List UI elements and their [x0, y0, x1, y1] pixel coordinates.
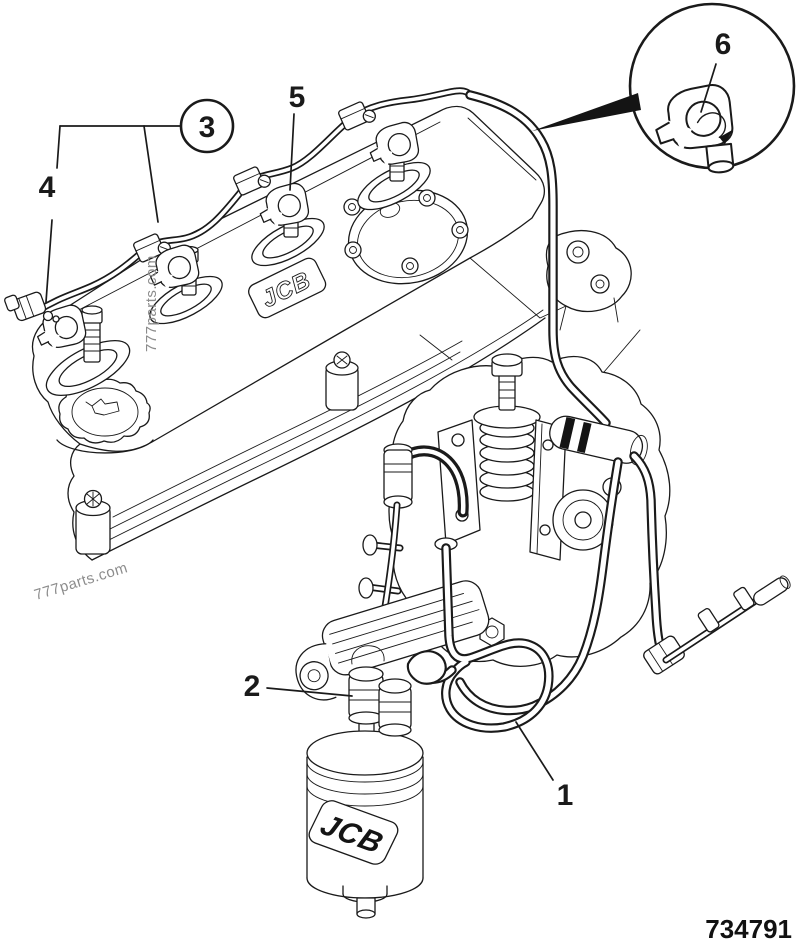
part-number: 734791 [705, 914, 792, 944]
watermark-vertical: 777parts.com [143, 255, 160, 352]
engine-mount-bracket [545, 230, 632, 331]
hose-union-fitting [549, 415, 648, 466]
valve-cover: JCB [31, 105, 546, 561]
cover-bolt-front [325, 351, 359, 411]
callout-5: 5 [289, 81, 306, 114]
filter-connectors [348, 645, 447, 737]
watermark-diagonal: 777parts.com [32, 559, 130, 604]
callout-3-circle [179, 98, 235, 154]
breather-cover [343, 189, 469, 285]
callouts: 3 4 5 2 1 6 [39, 28, 732, 812]
detail-pointer-wedge [532, 93, 641, 131]
fuel-filter: JCB [306, 645, 447, 919]
fuel-hoses [412, 95, 791, 728]
callout-2: 2 [244, 670, 261, 703]
callout-3: 3 [199, 111, 216, 144]
filter-brand-plate: JCB [308, 800, 399, 865]
cover-bolt-left [75, 489, 111, 555]
pipe-end-elbow-and-washers [4, 291, 60, 323]
oil-can-icon [85, 398, 120, 416]
callout-6: 6 [715, 28, 732, 61]
detail-circle [532, 2, 796, 174]
clip-detail-drawing [655, 84, 735, 174]
callout-1: 1 [557, 779, 574, 812]
callout-4: 4 [39, 171, 56, 204]
pump-spring [473, 353, 541, 502]
pump-to-filter-hose [367, 443, 463, 663]
oil-filler-cap [56, 378, 154, 454]
